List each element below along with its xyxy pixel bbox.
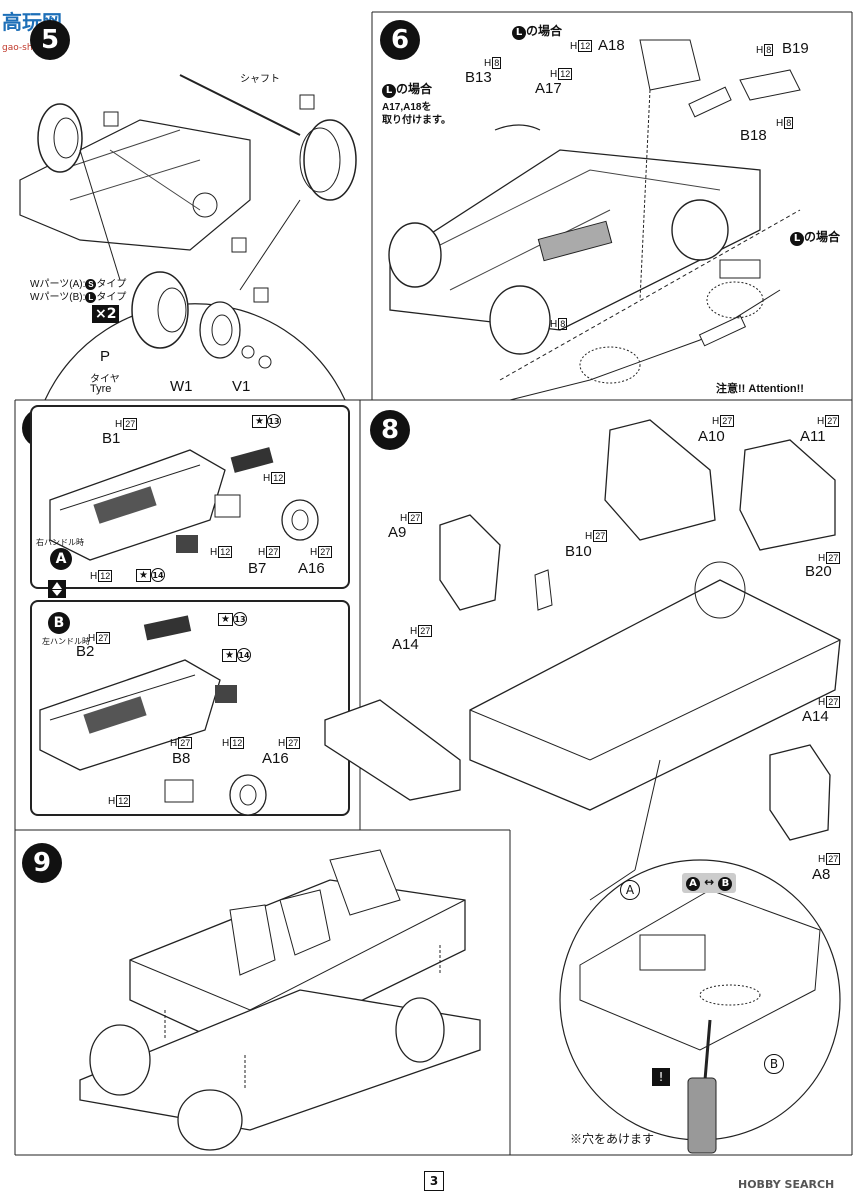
rhd-label: 右ハンドル時 [36, 538, 84, 547]
b19-label: B19 [782, 40, 809, 57]
b2-label: B2 [76, 643, 95, 660]
step-8-number: 8 [370, 410, 410, 450]
star-icon: ★ [136, 568, 151, 582]
star-13-ref: ★13 [252, 414, 281, 428]
attention-note: 注意!! Attention!! [716, 383, 804, 395]
star-13b-ref: ★13 [218, 612, 247, 626]
mount-note: A17,A18を [382, 102, 432, 113]
star-icon: ★ [252, 414, 267, 428]
star-icon: ★ [218, 612, 233, 626]
b13-label: B13 [465, 69, 492, 86]
detail-a-marker: A [620, 880, 640, 900]
page-number: 3 [424, 1171, 444, 1191]
a11-label: A11 [800, 428, 826, 445]
a8-label: A8 [812, 866, 831, 883]
a-to-b-badge: A ↔ B [682, 873, 737, 893]
drill-icon: ! [652, 1068, 670, 1086]
star-icon: ★ [222, 648, 237, 662]
hole-note: ※穴をあけます [570, 1132, 655, 1146]
a14-label: A14 [392, 636, 419, 653]
tyre-jp-label: タイヤ [90, 374, 120, 385]
a17-label: A17 [535, 80, 562, 97]
a18-label: A18 [598, 37, 625, 54]
lhd-label: 左ハンドル時 [42, 637, 90, 646]
variant-a-badge: A [50, 548, 72, 570]
b18-label: B18 [740, 127, 767, 144]
shaft-label: シャフト [240, 74, 280, 85]
b7-label: B7 [248, 560, 267, 577]
b1-label: B1 [102, 430, 121, 447]
variant-b-badge: B [48, 612, 70, 634]
footer-credit: HOBBY SEARCH [738, 1178, 835, 1191]
a16b-label: A16 [262, 750, 289, 767]
tyre-en-label: Tyre [90, 383, 112, 395]
step-6-number: 6 [380, 20, 420, 60]
star-14-ref: ★14 [136, 568, 165, 582]
a14b-label: A14 [802, 708, 829, 725]
b8-label: B8 [172, 750, 191, 767]
step-9-number: 9 [22, 843, 62, 883]
b10-label: B10 [565, 543, 592, 560]
a10-label: A10 [698, 428, 725, 445]
mount-note-2: 取り付けます。 [382, 115, 451, 126]
part-p-label: P [100, 348, 111, 365]
star-14b-ref: ★14 [222, 648, 251, 662]
part-v1-label: V1 [232, 378, 251, 395]
detail-b-marker: B [764, 1054, 784, 1074]
part-w1-label: W1 [170, 378, 193, 395]
b20-label: B20 [805, 563, 832, 580]
step-5-number: 5 [30, 20, 70, 60]
a9-label: A9 [388, 524, 407, 541]
a16-label: A16 [298, 560, 325, 577]
x2-badge: ×2 [92, 305, 120, 323]
